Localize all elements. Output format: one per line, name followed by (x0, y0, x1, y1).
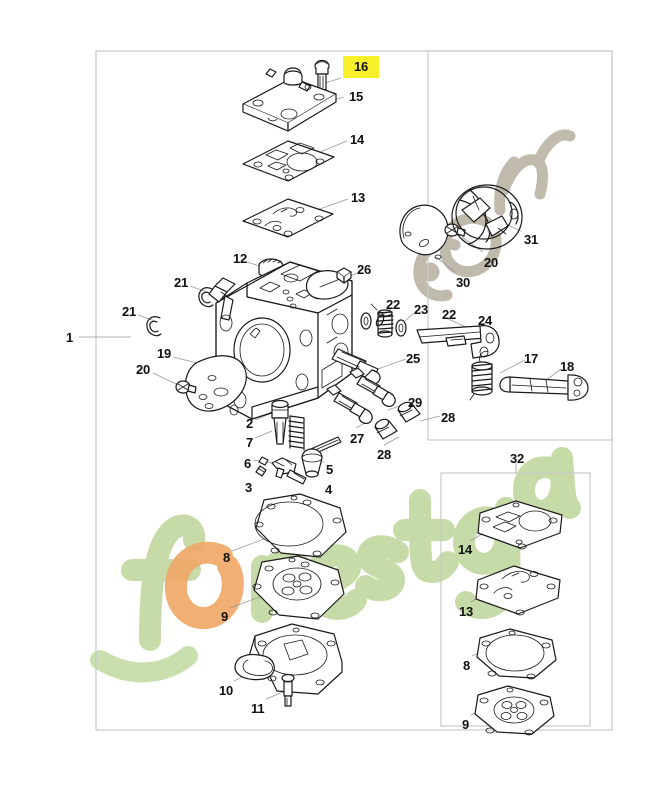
part-30-choke-plate (399, 204, 449, 260)
part-18-throttle-shaft (499, 374, 589, 401)
callout-23: 23 (414, 302, 429, 317)
part-3-pin-screw (255, 465, 267, 477)
part-4-welch-plug (301, 448, 323, 478)
part-14-pump-gasket (242, 140, 335, 182)
part-8-gasket-metering (254, 493, 347, 558)
part-21-retaining-clip-a (198, 287, 214, 308)
callout-14b: 14 (458, 542, 473, 557)
callout-21b: 21 (122, 304, 137, 319)
callout-24: 24 (478, 313, 493, 328)
callout-9b: 9 (462, 717, 470, 732)
part-6-metering-lever (258, 456, 307, 485)
callout-16: 16 (343, 56, 380, 78)
callout-11: 11 (251, 701, 265, 716)
callout-14: 14 (350, 132, 365, 147)
callout-26: 26 (357, 262, 372, 277)
part-21-retaining-clip-b (146, 316, 162, 337)
part-23-spring (370, 303, 394, 338)
callout-20a: 20 (136, 362, 151, 377)
callout-28a: 28 (441, 410, 456, 425)
part-11-cover-screw (281, 673, 295, 707)
part-2-inlet-needle-valve (271, 399, 289, 445)
callout-9a: 9 (221, 609, 229, 624)
part-26-small-block (336, 267, 352, 284)
kit-part-8-gasket-metering (476, 628, 557, 680)
callout-20b: 20 (484, 255, 499, 270)
callout-4: 4 (325, 482, 333, 497)
carburetor-body (208, 261, 353, 420)
part-9-diaphragm-metering (252, 555, 345, 620)
callout-30: 30 (456, 275, 471, 290)
part-22-washer-a (360, 312, 372, 330)
callout-22b: 22 (442, 307, 457, 322)
callout-10: 10 (219, 683, 234, 698)
kit-part-9-diaphragm-metering (474, 685, 555, 736)
part-28-limiter-cap-b (374, 418, 398, 440)
callout-28b: 28 (377, 447, 392, 462)
callout-29: 29 (408, 395, 423, 410)
part-28-limiter-cap-a (397, 401, 421, 423)
part-31-choke-disc-housing (451, 184, 523, 250)
callout-15: 15 (349, 89, 364, 104)
callout-8b: 8 (463, 658, 471, 673)
callout-19: 19 (157, 346, 172, 361)
callout-8a: 8 (223, 550, 231, 565)
callout-5: 5 (326, 462, 334, 477)
part-16-pump-cover-screw (314, 59, 330, 91)
callout-25: 25 (406, 351, 421, 366)
callout-22a: 22 (386, 297, 401, 312)
callout-13: 13 (351, 190, 366, 205)
callout-17: 17 (524, 351, 539, 366)
callout-32: 32 (510, 451, 525, 466)
part-27-mixture-screw-low (326, 384, 373, 424)
callout-18: 18 (560, 359, 575, 374)
callout-27: 27 (350, 431, 365, 446)
callout-7: 7 (246, 435, 254, 450)
part-24-throttle-lever (416, 325, 500, 359)
part-15-pump-cover (242, 67, 337, 132)
callout-3: 3 (245, 480, 253, 495)
callout-2: 2 (246, 416, 254, 431)
callout-31: 31 (524, 232, 539, 247)
kit-part-13-pump-diaphragm (475, 565, 561, 616)
part-17-throttle-return-spring (469, 351, 493, 401)
callout-13b: 13 (459, 604, 474, 619)
part-20-choke-screw-left (175, 380, 197, 394)
callout-21a: 21 (174, 275, 189, 290)
part-13-pump-diaphragm (242, 198, 334, 238)
part-29-mixture-screw-high (349, 367, 396, 407)
kit-part-14-pump-gasket (477, 500, 563, 550)
callout-6: 6 (244, 456, 252, 471)
callout-1: 1 (66, 330, 74, 345)
part-22-washer-b (395, 319, 407, 337)
part-7-metering-spring (288, 415, 305, 451)
callout-12: 12 (233, 251, 248, 266)
part-10-metering-cover (234, 623, 343, 695)
